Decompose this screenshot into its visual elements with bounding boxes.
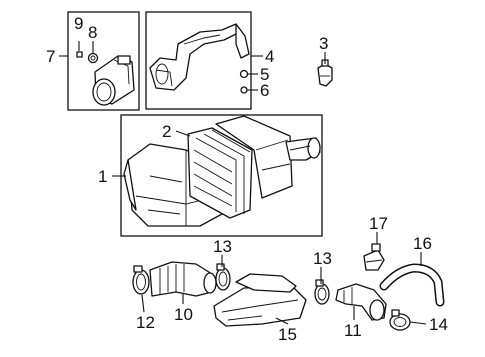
bolt-part-8 [87, 52, 99, 64]
callout-7: 7 [46, 47, 55, 66]
hose-part-16 [379, 263, 445, 307]
callout-12: 12 [136, 313, 155, 332]
callout-13-right: 13 [313, 249, 332, 268]
elbow-hose-part-11 [335, 283, 387, 321]
callout-11: 11 [344, 321, 362, 340]
callout-14: 14 [429, 315, 448, 334]
grommet-part-6 [240, 86, 248, 94]
intake-duct-part [149, 23, 250, 91]
clamp-part-14 [389, 309, 411, 331]
callout-13-left: 13 [213, 237, 232, 256]
callout-17: 17 [369, 214, 388, 233]
callout-2: 2 [162, 122, 171, 141]
callout-3: 3 [319, 34, 328, 53]
leader-line-14 [409, 321, 427, 325]
callout-10: 10 [174, 305, 193, 324]
screw-part-9 [76, 51, 83, 58]
callout-5: 5 [260, 65, 269, 84]
leader-line-15 [275, 317, 289, 325]
callout-16: 16 [413, 234, 432, 253]
leader-line-12 [141, 294, 145, 313]
airflow-meter-part [92, 55, 135, 106]
group-box-airflow-meter [67, 11, 140, 111]
callout-4: 4 [265, 47, 274, 66]
callout-1: 1 [98, 167, 107, 186]
valve-part-17 [363, 243, 385, 271]
leader-line-2 [175, 130, 191, 137]
callout-15: 15 [278, 325, 297, 344]
resonator-part-15 [213, 273, 307, 327]
clamp-part-13-right [314, 279, 330, 305]
callout-9: 9 [74, 14, 83, 33]
inlet-hose-part-10 [149, 261, 217, 297]
air-cleaner-cover [215, 115, 321, 199]
nut-part-5 [239, 69, 249, 79]
group-box-intake-duct [145, 11, 252, 110]
air-filter-element-part-2 [187, 127, 253, 219]
callout-8: 8 [88, 23, 97, 42]
clamp-part-12 [132, 265, 150, 295]
callout-6: 6 [260, 81, 269, 100]
clamp-part-13-left [215, 263, 231, 291]
